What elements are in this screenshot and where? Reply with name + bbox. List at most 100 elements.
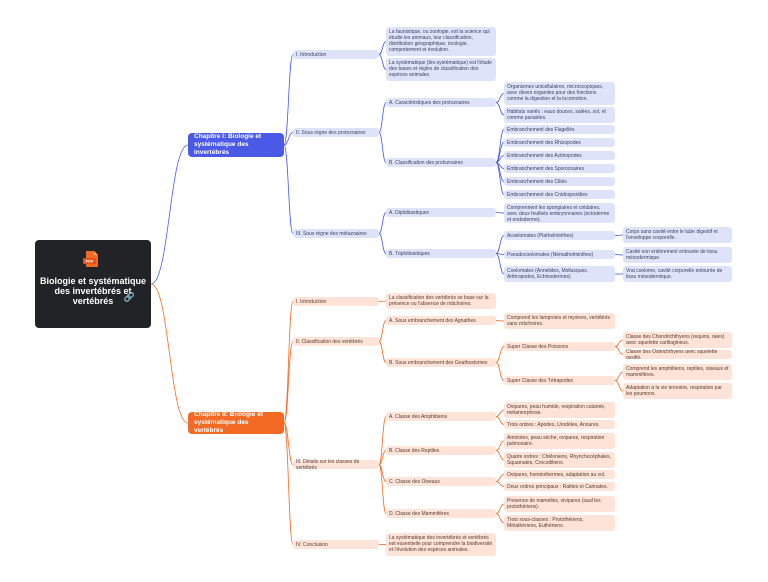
connector — [614, 339, 624, 347]
ch1-protozoa-b-item-3[interactable]: Embranchement des Sporozoaires — [504, 164, 615, 173]
ch1-protozoa-b-item-0[interactable]: Embranchement des Flagellés — [504, 125, 615, 134]
chapter-2-node[interactable]: Chapitre II: Biologie et systématique de… — [188, 411, 284, 434]
root-node[interactable]: PDF Biologie et systématique des inverté… — [35, 240, 151, 328]
ch2-amphibiens-node[interactable]: A. Classe des Amphibiens — [386, 412, 496, 421]
ch1-intro-node[interactable]: I. Introduction — [293, 50, 379, 59]
connector — [495, 503, 505, 514]
ch2-poissons-detail-1[interactable]: Classe des Chondrichthyens (requins, rai… — [623, 332, 732, 348]
ch1-intro-detail-1-text: La faunistique, ou zoologie, est la scie… — [389, 29, 490, 53]
ch1-pseudocoelomates-detail[interactable]: Cavité non entièrement entourée de tissu… — [623, 247, 732, 263]
ch1-acoelomates-detail[interactable]: Corps sans cavité entre le tube digestif… — [623, 227, 732, 243]
ch2-oiseaux-detail-1-text: Ovipares, homéothermes, adaptation au vo… — [507, 471, 606, 478]
ch2-poissons-detail-1-text: Classe des Chondrichthyens (requins, rai… — [626, 334, 725, 346]
ch2-reptiles-detail-2[interactable]: Quatre ordres : Chéloniens, Rhynchocépha… — [504, 452, 615, 468]
ch2-oiseaux-detail-2[interactable]: Deux ordres principaux : Ratites et Cari… — [504, 482, 615, 491]
ch2-poissons-detail-2-text: Classe des Osteichthyens avec squelette … — [626, 348, 718, 361]
connector — [495, 481, 505, 487]
connector — [378, 41, 387, 55]
ch2-oiseaux-label: C. Classe des Oiseaux — [389, 478, 440, 485]
ch1-protozoa-b-node[interactable]: B. Classification des protozoaires — [386, 158, 496, 167]
ch1-protozoa-b-item-2-text: Embranchement des Actinopodes — [507, 152, 582, 159]
ch1-protozoa-label: II. Sous règne des protozoaires — [296, 129, 366, 136]
ch2-reptiles-node[interactable]: B. Classe des Reptiles — [386, 446, 496, 455]
ch2-agnathes-label: A. Sous embranchement des Agnathes — [389, 317, 476, 324]
ch2-oiseaux-node[interactable]: C. Classe des Oiseaux — [386, 477, 496, 486]
ch2-tetrapodes-detail-2[interactable]: Adaptation à la vie terrestre, respirati… — [623, 383, 732, 399]
root-title: Biologie et systématique des invertébrés… — [39, 276, 147, 306]
ch1-metazoa-a-detail-text: Comprennent les spongiaires et cnidaires… — [507, 205, 610, 223]
ch2-intro-detail[interactable]: La classification des vertébrés se base … — [386, 293, 496, 309]
ch2-amphibiens-detail-1[interactable]: Ovipares, peau humide, respiration cutan… — [504, 402, 615, 418]
ch2-amphibiens-detail-2[interactable]: Trois ordres : Apodes, Urodèles, Anoures… — [504, 420, 615, 429]
ch1-coelomates-detail[interactable]: Vrai coelome, cavité corporelle entourée… — [623, 266, 732, 282]
connector — [283, 132, 294, 146]
ch2-agnathes-detail-text: Comprend les lamproies et myxines, verté… — [507, 315, 611, 327]
ch2-tetrapodes-detail-1-text: Comprend les amphibiens, reptiles, oisea… — [626, 366, 729, 378]
ch2-tetrapodes-node[interactable]: Super Classe des Tétrapodes — [504, 376, 615, 385]
ch2-reptiles-detail-1[interactable]: Amniotes, peau sèche, ovipares, respirat… — [504, 433, 615, 449]
connector — [150, 283, 189, 424]
ch1-metazoa-a-detail[interactable]: Comprennent les spongiaires et cnidaires… — [504, 203, 615, 223]
ch1-intro-detail-1[interactable]: La faunistique, ou zoologie, est la scie… — [386, 27, 496, 56]
ch1-acoelomates-node[interactable]: Acoelomates (Plathelminthes) — [504, 231, 615, 240]
ch2-tetrapodes-detail-1[interactable]: Comprend les amphibiens, reptiles, oisea… — [623, 364, 732, 380]
ch2-agnathes-node[interactable]: A. Sous embranchement des Agnathes — [386, 316, 496, 325]
connector — [378, 464, 387, 514]
ch2-agnathes-detail[interactable]: Comprend les lamproies et myxines, verté… — [504, 313, 615, 329]
ch2-poissons-node[interactable]: Super Classe des Poissons — [504, 342, 615, 351]
ch2-intro-node[interactable]: I. Introduction — [293, 297, 379, 306]
ch1-protozoa-a-detail-1[interactable]: Organismes unicellulaires, microscopique… — [504, 82, 615, 105]
connector — [495, 362, 505, 381]
ch1-intro-detail-2[interactable]: La systématique (bio-systématique) est l… — [386, 58, 496, 81]
connector — [150, 144, 189, 285]
connector — [495, 440, 505, 451]
ch2-mammiferes-detail-2[interactable]: Trois sous-classes : Protothériens, Méta… — [504, 515, 615, 531]
ch1-metazoa-a-node[interactable]: A. Diploblastiques — [386, 208, 496, 217]
ch2-oiseaux-detail-1[interactable]: Ovipares, homéothermes, adaptation au vo… — [504, 470, 615, 479]
ch2-mammiferes-node[interactable]: D. Classe des Mammifères — [386, 509, 496, 518]
connector — [495, 320, 505, 322]
ch1-protozoa-a-node[interactable]: A. Caractéristiques des protozoaires — [386, 98, 496, 107]
ch1-protozoa-b-item-3-text: Embranchement des Sporozoaires — [507, 165, 584, 172]
ch1-pseudocoelomates-node[interactable]: Pseudocoelomates (Némathelminthes) — [504, 250, 615, 259]
ch1-protozoa-a-label: A. Caractéristiques des protozoaires — [389, 99, 470, 106]
ch1-coelomates-node[interactable]: Coelomates (Annelides, Mollusques, Arthr… — [504, 266, 615, 282]
chapter-1-title: Chapitre I: Biologie et systématique des… — [194, 133, 262, 156]
ch2-tetrapodes-label: Super Classe des Tétrapodes — [507, 377, 574, 384]
ch1-protozoa-b-item-5[interactable]: Embranchement des Cnidosporidies — [504, 190, 615, 199]
ch1-protozoa-a-detail-2[interactable]: Habitats variés : eaux douces, salées, s… — [504, 107, 615, 123]
ch2-conclusion-detail[interactable]: La systématique des invertébrés et verté… — [386, 533, 496, 556]
ch2-gnathostomes-node[interactable]: B. Sous embranchement des Gnathostomes — [386, 358, 496, 367]
ch1-protozoa-b-item-2[interactable]: Embranchement des Actinopodes — [504, 151, 615, 160]
ch1-metazoa-node[interactable]: III. Sous règne des métazoaires — [293, 229, 379, 238]
ch1-protozoa-node[interactable]: II. Sous règne des protozoaires — [293, 128, 379, 137]
ch1-metazoa-b-node[interactable]: B. Triploblastiques — [386, 249, 496, 258]
connector — [378, 212, 387, 234]
connector — [378, 450, 387, 465]
ch1-protozoa-b-item-1-text: Embranchement des Rhizopodes — [507, 139, 581, 146]
ch1-protozoa-b-item-4[interactable]: Embranchement des Ciliés — [504, 177, 615, 186]
connector — [378, 233, 387, 254]
ch1-protozoa-b-item-5-text: Embranchement des Cnidosporidies — [507, 191, 588, 198]
ch2-amphibiens-detail-1-text: Ovipares, peau humide, respiration cutan… — [507, 404, 606, 416]
connector — [283, 54, 294, 146]
connector — [614, 371, 624, 381]
ch2-conclusion-node[interactable]: IV. Conclusion — [293, 540, 379, 549]
ch2-tetrapodes-detail-2-text: Adaptation à la vie terrestre, respirati… — [626, 385, 722, 397]
connector — [283, 301, 294, 424]
chapter-1-node[interactable]: Chapitre I: Biologie et systématique des… — [188, 133, 284, 157]
ch2-classification-node[interactable]: II. Classification des vertébrés — [293, 337, 379, 346]
ch2-poissons-detail-2[interactable]: Classe des Osteichthyens avec squelette … — [623, 348, 732, 361]
ch2-intro-detail-text: La classification des vertébrés se base … — [389, 295, 489, 307]
connector — [495, 102, 505, 116]
ch2-mammiferes-detail-1-text: Présence de mamelles, vivipares (sauf le… — [507, 498, 601, 510]
ch2-reptiles-detail-1-text: Amniotes, peau sèche, ovipares, respirat… — [507, 435, 605, 447]
ch2-mammiferes-detail-2-text: Trois sous-classes : Protothériens, Méta… — [507, 517, 584, 529]
connector — [283, 422, 294, 545]
connector — [495, 513, 505, 524]
ch1-protozoa-b-item-1[interactable]: Embranchement des Rhizopodes — [504, 138, 615, 147]
ch2-details-node[interactable]: III. Détails sur les classes de vertébré… — [293, 459, 379, 471]
ch2-mammiferes-detail-1[interactable]: Présence de mamelles, vivipares (sauf le… — [504, 496, 615, 512]
connector — [495, 409, 505, 417]
ch1-intro-label: I. Introduction — [296, 51, 327, 58]
